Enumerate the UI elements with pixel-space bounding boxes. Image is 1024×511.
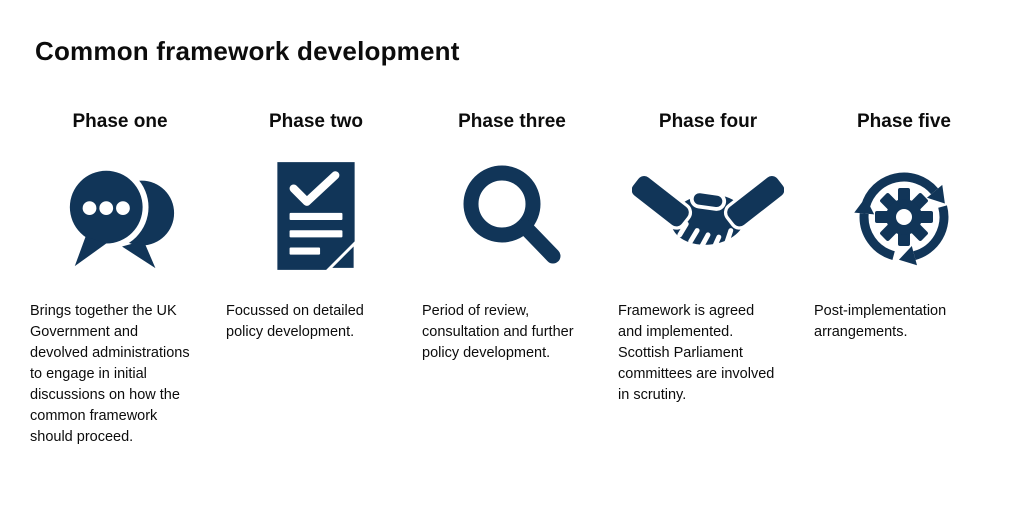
phase-label: Phase four [658,111,758,132]
phase-column-five: Phase five [814,111,994,448]
icon-box [226,151,406,283]
chat-bubbles-icon [63,164,175,275]
phase-label: Phase two [269,111,363,132]
phases-row: Phase one [30,111,994,448]
phase-label: Phase three [458,111,566,132]
page-title: Common framework development [35,36,460,66]
phase-description: Focussed on detailed policy development. [226,303,364,340]
phase-column-one: Phase one [30,111,210,448]
phase-description: Framework is agreed and implemented. Sco… [618,303,775,403]
phase-description: Brings together the UK Government and de… [30,303,190,445]
phase-column-four: Phase four Framework is agreed [618,111,798,448]
icon-box [422,151,602,283]
icon-box [30,151,210,283]
phase-label: Phase five [857,111,951,132]
phase-column-three: Phase three Period of review, consultati… [422,111,602,448]
icon-box [618,151,798,283]
document-check-icon [277,162,355,270]
phase-label: Phase one [72,111,168,132]
phase-column-two: Phase two Focussed on detailed policy de… [226,111,406,448]
handshake-icon [632,172,784,251]
phase-description: Post-implementation arrangements. [814,303,947,340]
gear-cycle-icon [854,172,949,266]
phase-description: Period of review, consultation and furth… [422,303,574,361]
magnifying-glass-icon [463,165,561,264]
icon-box [814,151,994,283]
